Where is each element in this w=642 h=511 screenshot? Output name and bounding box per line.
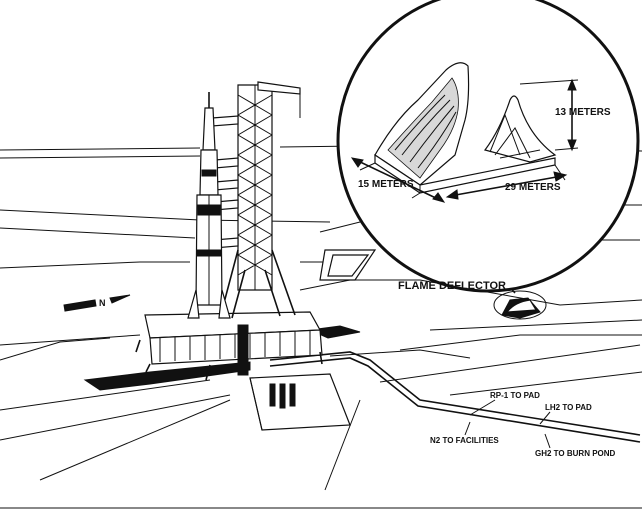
service-road bbox=[319, 249, 377, 281]
gh2-label: GH2 TO BURN POND bbox=[535, 449, 616, 458]
saturn-v-rocket bbox=[187, 92, 231, 319]
pipeline bbox=[269, 349, 641, 443]
umbilical-tower bbox=[211, 81, 301, 319]
deflector-callout: 13 METERS 15 METERS 29 METERS bbox=[336, 0, 640, 293]
width-label: 15 METERS bbox=[358, 179, 414, 190]
north-label: N bbox=[99, 298, 106, 308]
north-arrow: N bbox=[63, 294, 131, 312]
height-label: 13 METERS bbox=[555, 107, 611, 118]
rp1-label: RP-1 TO PAD bbox=[490, 391, 540, 400]
flame-trench bbox=[249, 373, 351, 431]
lh2-label: LH2 TO PAD bbox=[545, 403, 592, 412]
dimension-lines bbox=[350, 78, 579, 203]
n2-label: N2 TO FACILITIES bbox=[430, 436, 499, 445]
pipeline-labels: RP-1 TO PAD LH2 TO PAD N2 TO FACILITIES … bbox=[430, 391, 616, 458]
length-label: 29 METERS bbox=[505, 182, 561, 193]
flame-deflector-label: FLAME DEFLECTOR bbox=[398, 280, 506, 292]
